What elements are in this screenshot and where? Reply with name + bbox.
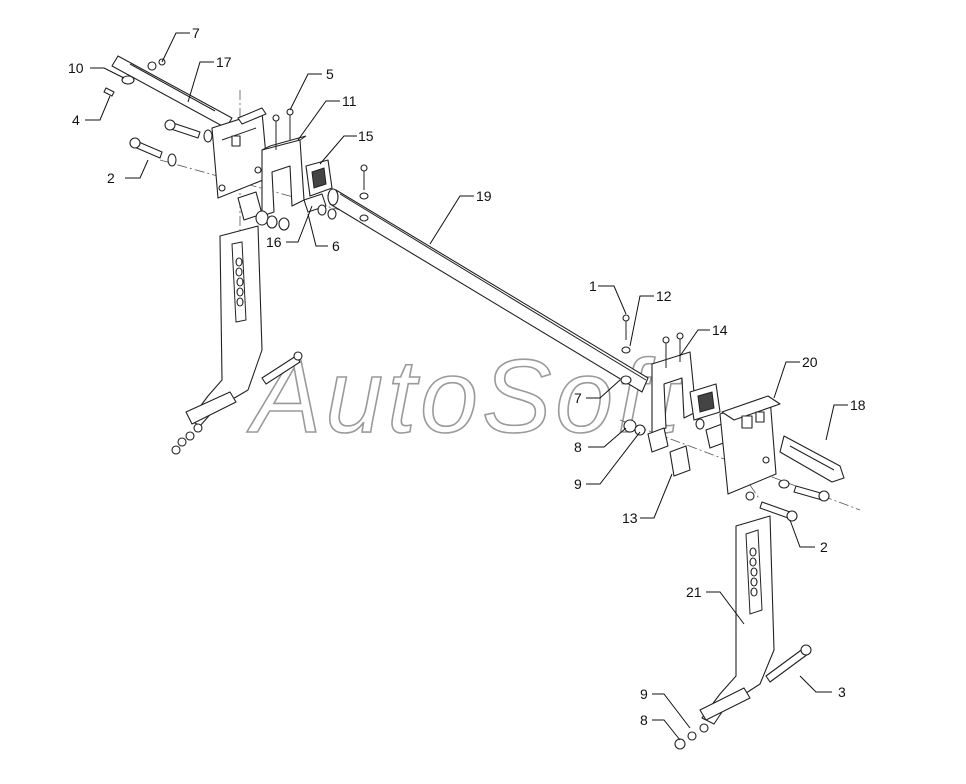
part-17-left-handle-bar — [103, 55, 233, 129]
part-left-spacers — [237, 164, 369, 231]
callout-4: 4 — [72, 112, 80, 128]
part-21-right-adjustable-leg — [674, 515, 775, 750]
callout-7-top: 7 — [192, 25, 200, 41]
callout-20: 20 — [802, 354, 818, 370]
part-11-left-bracket — [261, 108, 307, 217]
callout-21: 21 — [686, 584, 702, 600]
part-2-left-bolts — [129, 119, 213, 167]
callout-16: 16 — [266, 234, 282, 250]
leg-slot-holes-right — [749, 547, 758, 597]
callout-13: 13 — [622, 510, 638, 526]
callout-11: 11 — [342, 93, 357, 109]
part-2-right-bolts — [759, 479, 830, 522]
leader-lines — [85, 32, 848, 741]
watermark: AutoSoft — [246, 339, 683, 455]
callout-19: 19 — [476, 188, 492, 204]
part-18-right-handle-bar — [779, 435, 845, 483]
callout-3: 3 — [838, 684, 846, 700]
callout-15: 15 — [358, 128, 374, 144]
callout-14: 14 — [712, 322, 728, 338]
callout-8-right: 8 — [574, 439, 582, 455]
leg-slot-holes — [235, 257, 244, 307]
part-1-right-bolt — [620, 314, 632, 385]
part-15-left-clamp — [303, 159, 333, 213]
part-right-clamp — [689, 383, 721, 421]
callout-7-right: 7 — [574, 390, 582, 406]
part-19-main-shaft — [327, 188, 649, 393]
callout-17: 17 — [216, 54, 232, 70]
part-20-right-mounting-plate — [719, 395, 781, 501]
callout-2-left: 2 — [107, 170, 115, 186]
part-right-spacers — [623, 418, 727, 477]
part-20-left-mounting-plate — [211, 107, 269, 199]
part-left-adjustable-leg — [171, 225, 303, 455]
callout-labels: 1 2 2 3 4 5 6 7 7 8 8 9 9 10 11 12 13 14… — [68, 25, 866, 728]
callout-18: 18 — [850, 397, 866, 413]
callout-6: 6 — [332, 238, 340, 254]
callout-12: 12 — [656, 288, 672, 304]
callout-10: 10 — [68, 60, 84, 76]
callout-2-right: 2 — [820, 539, 828, 555]
callout-9-bottom: 9 — [640, 686, 648, 702]
callout-5: 5 — [326, 66, 334, 82]
callout-9-right: 9 — [574, 476, 582, 492]
callout-1: 1 — [589, 278, 597, 294]
callout-8-bottom: 8 — [640, 712, 648, 728]
part-3-long-bolt — [765, 644, 812, 683]
